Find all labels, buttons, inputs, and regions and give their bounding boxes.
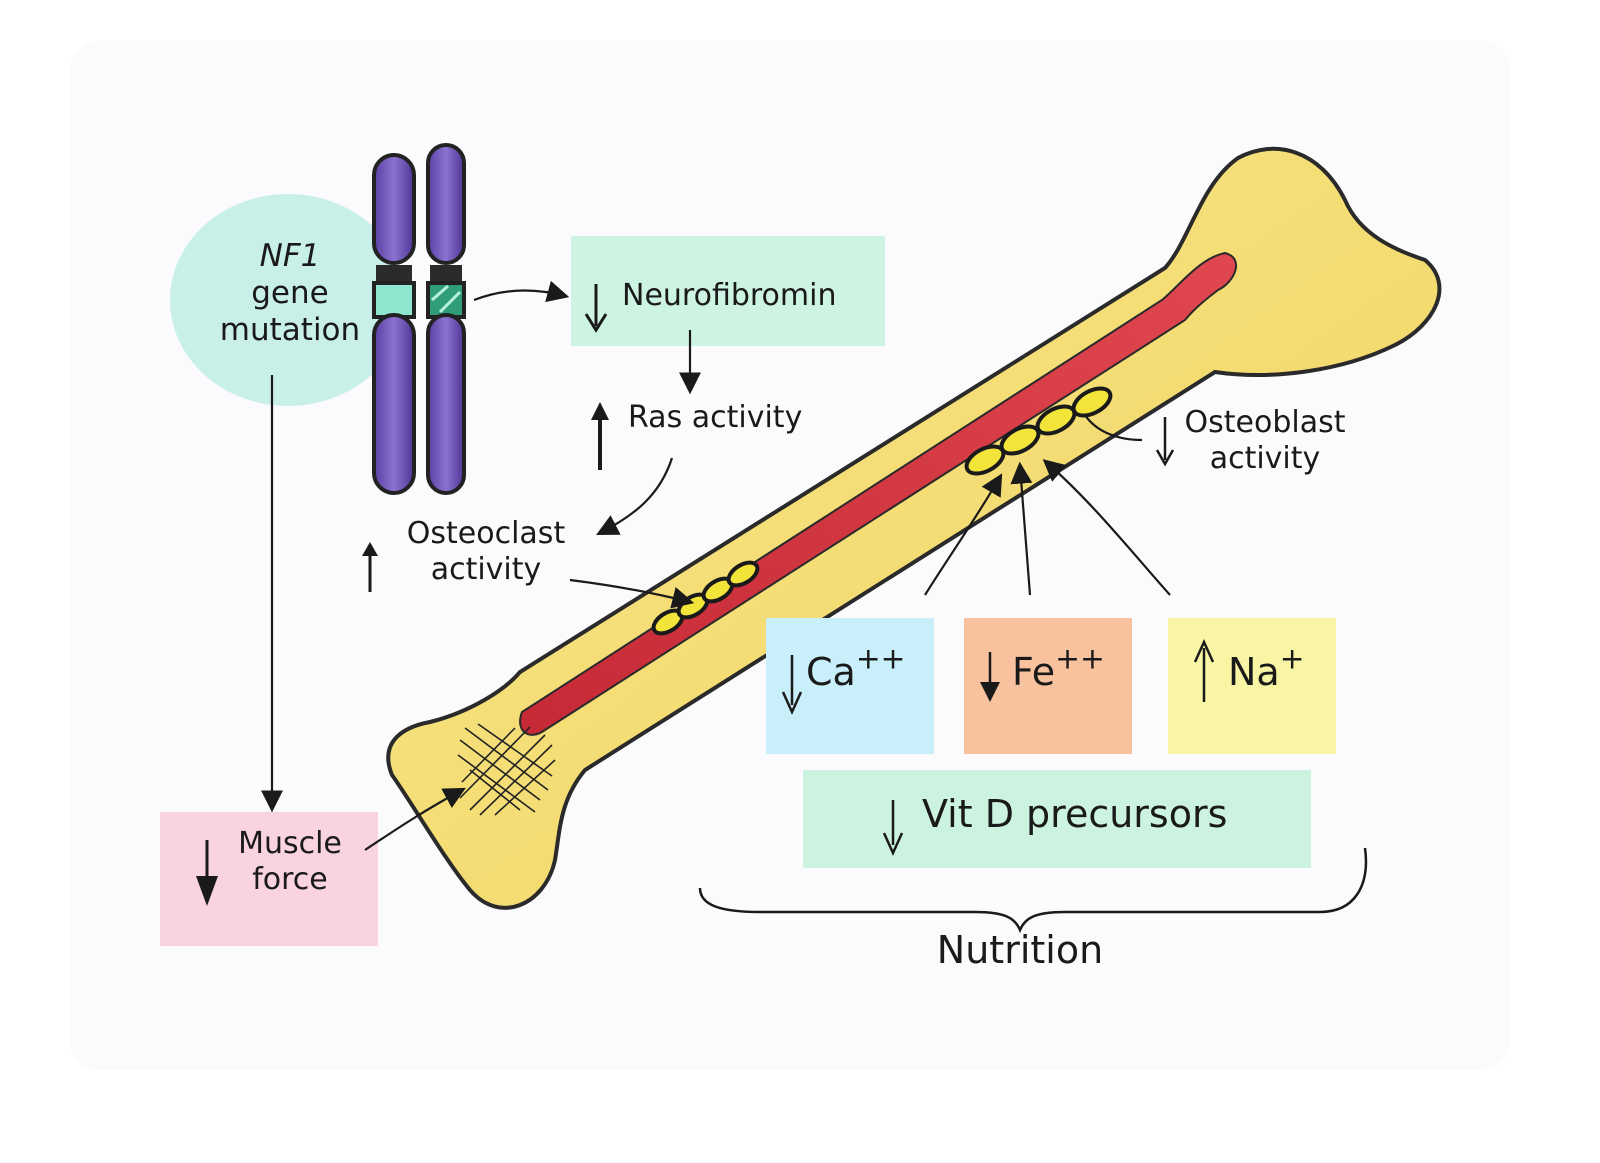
nutrition-brace (698, 847, 1368, 934)
vitd-label: Vit D precursors (922, 792, 1228, 836)
gene-line3: mutation (219, 312, 361, 349)
osteoclast-line2: activity (430, 552, 542, 587)
up-arrow-icon (1193, 638, 1215, 702)
vitd-box (803, 770, 1311, 868)
bone-shape (386, 146, 1442, 910)
ca-charge: ++ (855, 640, 906, 676)
connector-arrows (261, 280, 1171, 851)
fe-label: Fe++ (1012, 643, 1132, 696)
bone-illustration (386, 146, 1442, 910)
na-box (1168, 618, 1336, 754)
muscle-line1: Muscle (238, 826, 342, 861)
ca-box (766, 618, 934, 754)
chromosome-pair (372, 143, 466, 495)
down-arrow-icon (196, 840, 218, 906)
na-label: Na+ (1228, 643, 1328, 696)
trabecular-hatch (457, 723, 556, 816)
up-arrow-icon (591, 402, 609, 470)
gene-circle (170, 194, 406, 406)
na-charge: + (1279, 640, 1305, 676)
gene-name: NF1 (259, 238, 321, 274)
neurofibromin-label: Neurofibromin (622, 278, 837, 313)
down-arrow-icon (1155, 417, 1175, 467)
osteoblast-line2: activity (1209, 441, 1321, 476)
muscle-box (160, 812, 378, 946)
osteoclast-line1: Osteoclast (406, 516, 566, 551)
na-base: Na (1228, 650, 1280, 694)
fe-charge: ++ (1055, 640, 1105, 676)
osteoblast-cells (964, 386, 1113, 476)
gene-label: NF1 gene mutation (195, 238, 385, 350)
down-arrow-icon (584, 284, 608, 333)
down-arrow-icon (781, 655, 803, 716)
muscle-line2: force (252, 862, 328, 897)
osteoclast-activity-label: Osteoclast activity (388, 516, 584, 588)
osteoblast-pointer-line (1084, 414, 1143, 442)
muscle-force-label: Muscle force (222, 826, 358, 898)
ca-base: Ca (806, 650, 856, 694)
gene-line2: gene (251, 275, 329, 312)
neurofibromin-box (571, 236, 885, 346)
down-arrow-icon (882, 800, 904, 857)
fe-base: Fe (1012, 650, 1056, 694)
osteoblast-activity-label: Osteoblast activity (1170, 405, 1360, 477)
osteoblast-line1: Osteoblast (1184, 405, 1346, 440)
ca-label: Ca++ (806, 643, 936, 696)
ras-activity-label: Ras activity (628, 400, 803, 435)
nutrition-label: Nutrition (936, 928, 1104, 972)
down-arrow-icon (980, 652, 1000, 702)
up-arrow-icon (362, 542, 378, 592)
